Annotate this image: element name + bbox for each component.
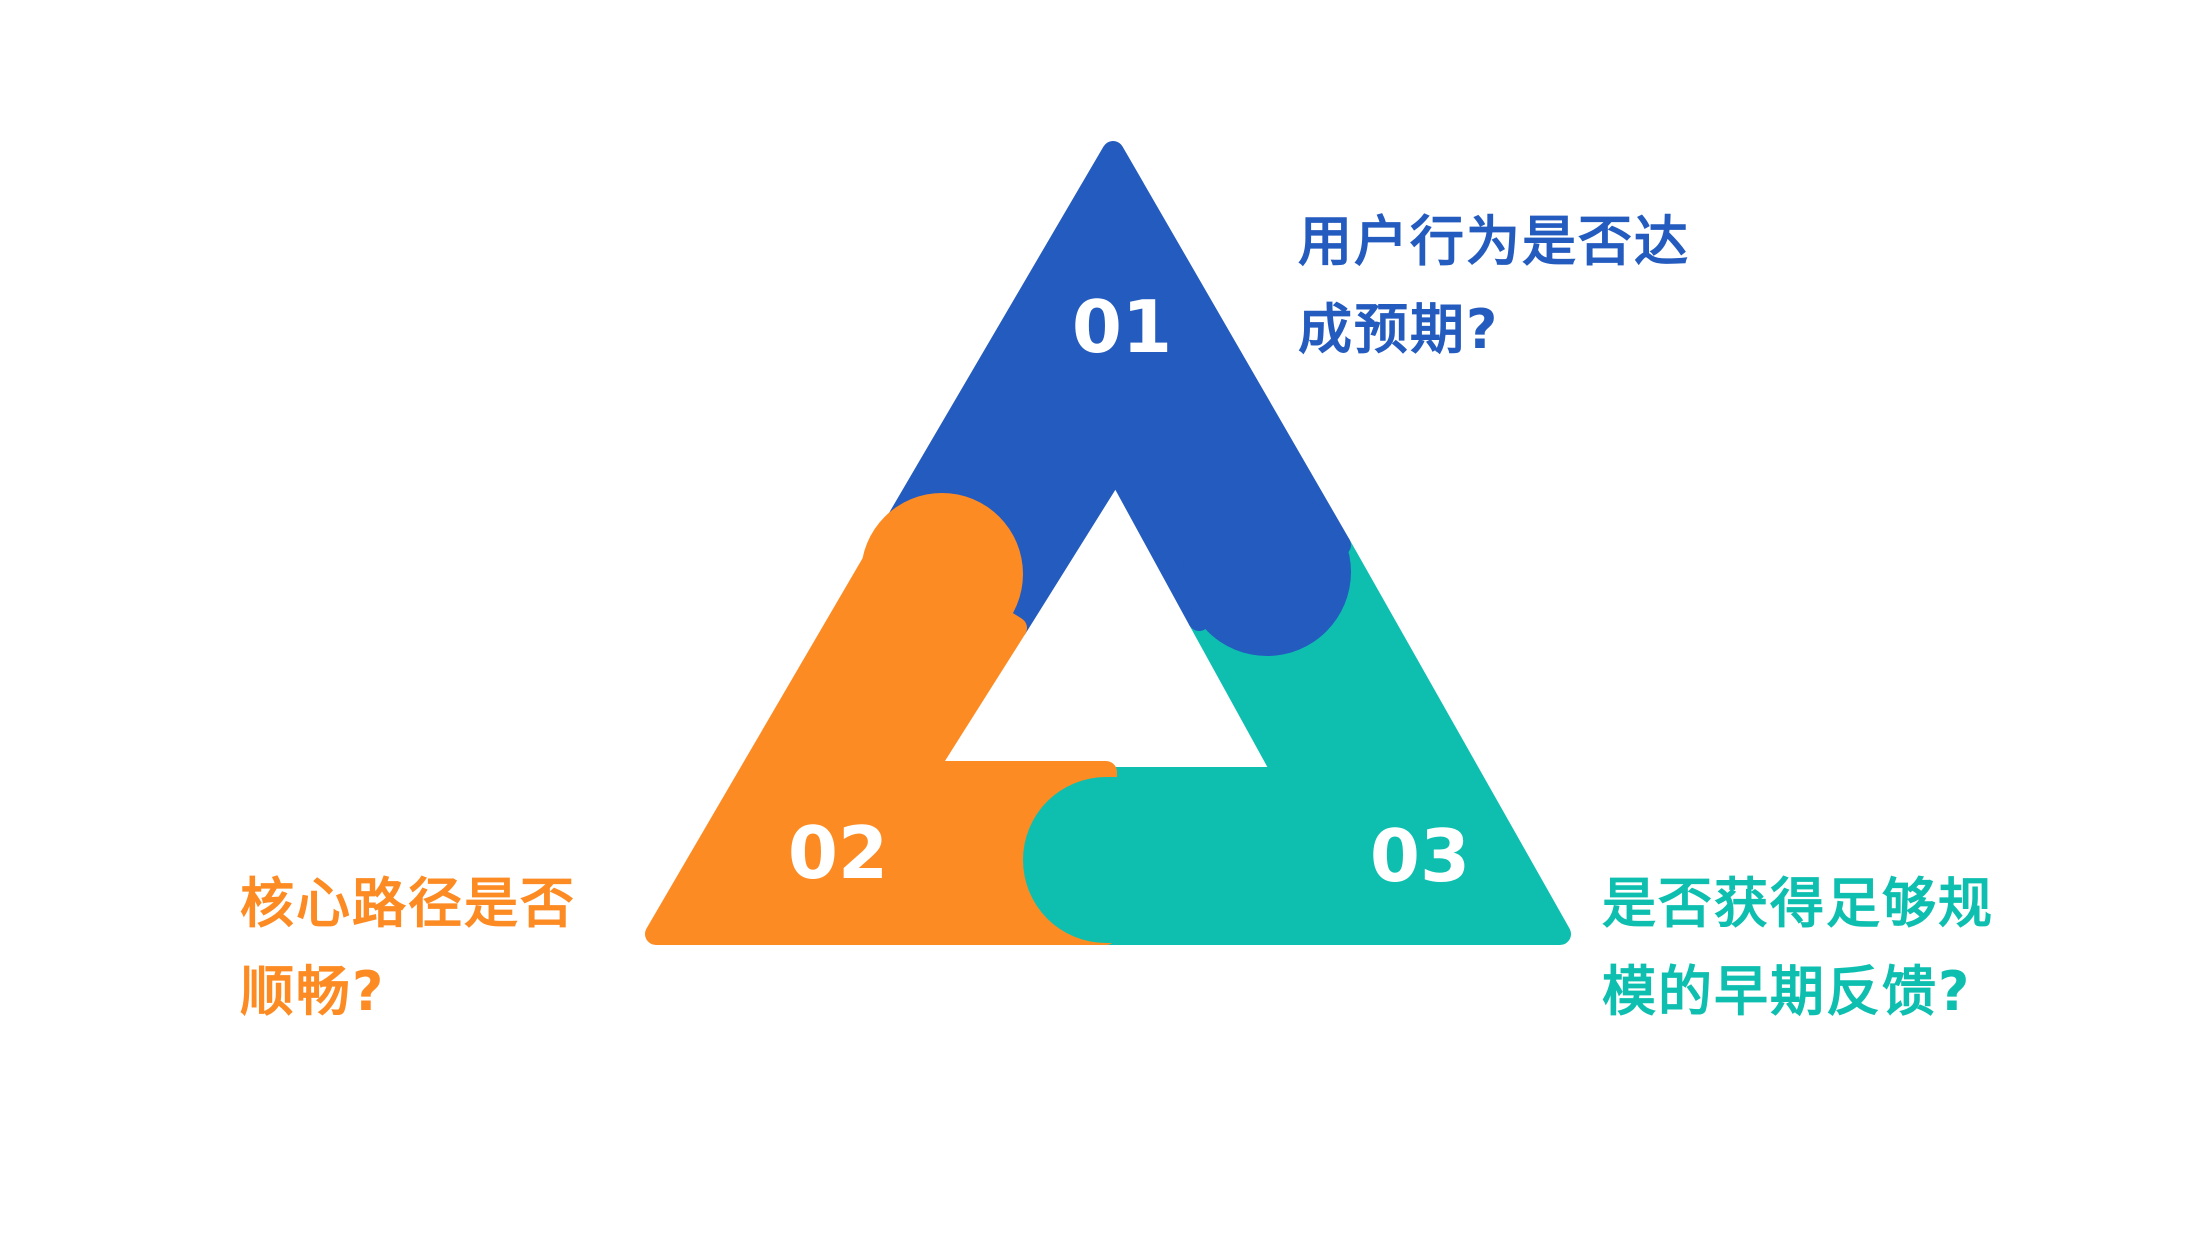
segment-03-label: 是否获得足够规 模的早期反馈? <box>1602 860 1994 1036</box>
segment-01-label-line2: 成预期? <box>1298 298 1500 361</box>
segment-02-end-cap <box>861 493 1023 655</box>
segment-02-label: 核心路径是否 顺畅? <box>240 860 576 1036</box>
segment-02-number: 02 <box>788 811 888 895</box>
segment-02-label-line2: 顺畅? <box>240 960 386 1023</box>
segment-03-label-line2: 模的早期反馈? <box>1602 960 1972 1023</box>
segment-02-label-line1: 核心路径是否 <box>240 872 576 935</box>
segment-01-number: 01 <box>1072 285 1172 369</box>
segment-02-band <box>645 534 1117 945</box>
segment-03-number: 03 <box>1370 814 1470 898</box>
segment-03-end-fill <box>1106 777 1146 943</box>
segment-03-label-line1: 是否获得足够规 <box>1602 872 1994 935</box>
segment-01-label: 用户行为是否达 成预期? <box>1298 198 1690 374</box>
segment-01-end-cap <box>1183 488 1351 656</box>
segment-01-label-line1: 用户行为是否达 <box>1298 210 1690 273</box>
